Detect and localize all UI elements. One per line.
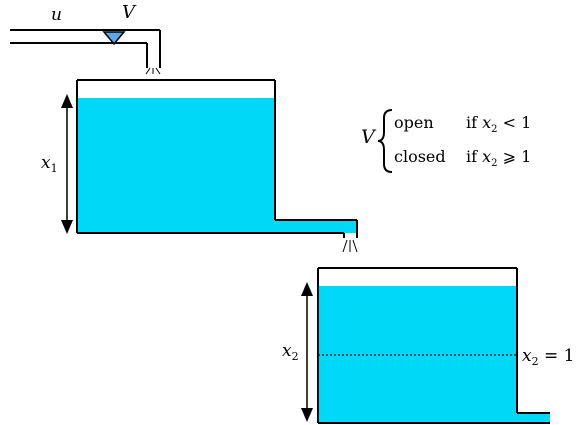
level2-label: x2 — [282, 341, 299, 363]
inflow-label: u — [51, 5, 62, 25]
tank1-outlet-water — [275, 220, 357, 233]
valve-rule-open: open — [394, 113, 434, 132]
valve-rule-brace — [377, 109, 393, 173]
inflow-pipe — [10, 29, 161, 68]
valve-rule-closed-condition: if x2 ⩾ 1 — [466, 147, 531, 169]
level1-arrow — [61, 94, 73, 234]
level2-arrow — [301, 282, 313, 422]
tank2-outlet-water — [517, 413, 550, 423]
tank1-walls — [76, 79, 358, 238]
valve-rule-open-condition: if x2 < 1 — [466, 113, 531, 135]
valve-rule-name: V — [361, 126, 377, 148]
valve-label: V — [122, 2, 137, 23]
outlet-splash-icon — [342, 239, 358, 253]
level1-label: x1 — [41, 153, 58, 175]
valve-rule-closed: closed — [394, 147, 446, 166]
threshold-label: x2 = 1 — [522, 346, 574, 368]
inflow-splash-icon — [145, 67, 161, 75]
valve-icon[interactable] — [102, 31, 126, 46]
tank2-walls — [317, 267, 550, 424]
tank1-water — [77, 98, 275, 233]
